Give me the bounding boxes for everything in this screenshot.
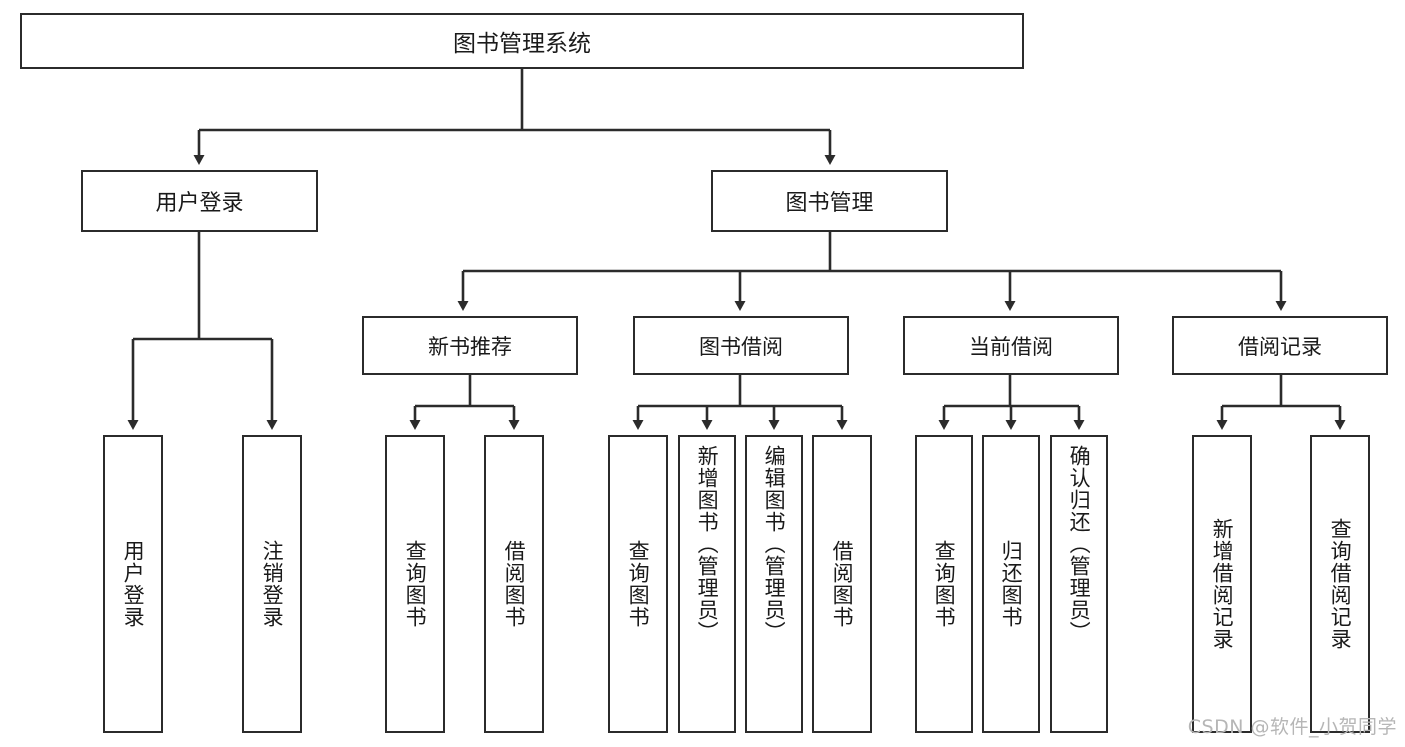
leaf-user-logout[interactable]: 注销登录: [242, 435, 302, 733]
node-label: 当前借阅: [969, 334, 1053, 359]
leaf-label: 新增借阅记录: [1210, 518, 1235, 650]
leaf-label: 查询图书: [403, 540, 428, 628]
leaf-add-borrow-record[interactable]: 新增借阅记录: [1192, 435, 1252, 733]
node-user-login[interactable]: 用户登录: [81, 170, 318, 232]
leaf-return-book[interactable]: 归还图书: [982, 435, 1040, 733]
leaf-label: 注销登录: [260, 540, 285, 628]
node-current-borrow[interactable]: 当前借阅: [903, 316, 1119, 375]
leaf-borrow-book-recommend[interactable]: 借阅图书: [484, 435, 544, 733]
leaf-label: 用户登录: [121, 540, 146, 628]
leaf-borrow-book[interactable]: 借阅图书: [812, 435, 872, 733]
node-label: 图书管理: [785, 191, 874, 216]
leaf-add-book-admin[interactable]: 新增图书（管理员）: [678, 435, 736, 733]
leaf-label: 查询借阅记录: [1328, 518, 1353, 650]
leaf-query-borrow-record[interactable]: 查询借阅记录: [1310, 435, 1370, 733]
leaf-user-login[interactable]: 用户登录: [103, 435, 163, 733]
node-label: 图书借阅: [699, 334, 783, 359]
leaf-label: 查询图书: [932, 540, 957, 628]
leaf-confirm-return-admin[interactable]: 确认归还（管理员）: [1050, 435, 1108, 733]
node-new-book-recommend[interactable]: 新书推荐: [362, 316, 578, 375]
leaf-query-book[interactable]: 查询图书: [608, 435, 668, 733]
leaf-query-book-recommend[interactable]: 查询图书: [385, 435, 445, 733]
node-label: 用户登录: [155, 191, 244, 216]
leaf-label: 编辑图书（管理员）: [762, 445, 787, 643]
csdn-watermark: CSDN @软件_小贺同学: [1187, 716, 1397, 738]
node-borrow-record[interactable]: 借阅记录: [1172, 316, 1388, 375]
node-label: 新书推荐: [428, 334, 512, 359]
leaf-edit-book-admin[interactable]: 编辑图书（管理员）: [745, 435, 803, 733]
node-root-system[interactable]: 图书管理系统: [20, 13, 1024, 69]
leaf-label: 借阅图书: [502, 540, 527, 628]
leaf-query-book-current[interactable]: 查询图书: [915, 435, 973, 733]
node-label: 借阅记录: [1238, 334, 1322, 359]
node-root-label: 图书管理系统: [453, 31, 591, 57]
node-book-manage[interactable]: 图书管理: [711, 170, 948, 232]
leaf-label: 归还图书: [999, 540, 1024, 628]
leaf-label: 新增图书（管理员）: [695, 445, 720, 643]
node-book-borrow[interactable]: 图书借阅: [633, 316, 849, 375]
leaf-label: 确认归还（管理员）: [1067, 445, 1092, 643]
leaf-label: 查询图书: [626, 540, 651, 628]
leaf-label: 借阅图书: [830, 540, 855, 628]
